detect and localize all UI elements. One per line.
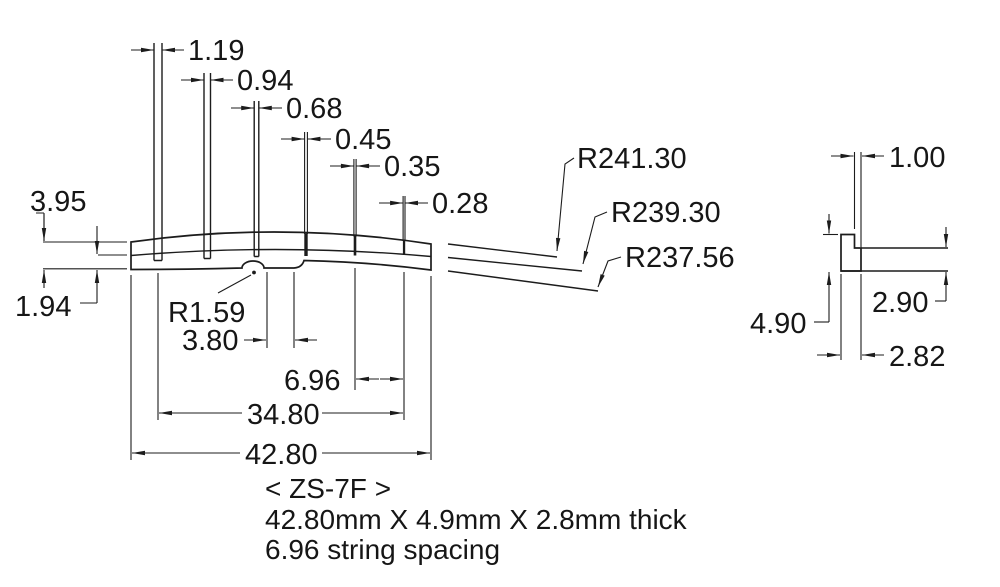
- slot-1: [153, 43, 163, 262]
- slot-3: [253, 101, 260, 258]
- string-span-dimension: 34.80: [157, 273, 403, 431]
- note-size: 42.80mm X 4.9mm X 2.8mm thick: [265, 504, 688, 535]
- dim-slot3-label: 0.68: [286, 93, 342, 125]
- dim-right-height-label: 2.90: [872, 287, 928, 319]
- slot-5: [353, 236, 357, 256]
- dim-slot4-label: 0.45: [335, 124, 391, 156]
- dim-end-height-label: 3.95: [30, 186, 86, 218]
- dim-slot1-label: 1.19: [188, 35, 244, 67]
- total-width-dimension: 42.80: [130, 275, 432, 471]
- dim-radius2-label: R239.30: [611, 197, 721, 229]
- dim-total-width-label: 42.80: [245, 439, 318, 471]
- dim-slot6-label: 0.28: [432, 188, 488, 220]
- slot-2: [203, 73, 212, 260]
- note-model: < ZS-7F >: [265, 473, 391, 504]
- dim-string-span-label: 34.80: [247, 399, 320, 431]
- dim-string-spacing-label: 6.96: [284, 365, 340, 397]
- slot-4-ext: [304, 132, 308, 234]
- slot-5-ext: [353, 159, 357, 237]
- slot-4: [304, 233, 308, 256]
- dim-slot5-label: 0.35: [384, 151, 440, 183]
- bottom-width-dimension: 2.82: [817, 274, 945, 373]
- slot-6: [402, 240, 406, 255]
- dim-notch-radius-label: R1.59: [168, 297, 245, 329]
- dim-total-height-label: 4.90: [750, 308, 806, 340]
- side-view: 1.00 4.90 2.90 2.82: [750, 142, 949, 373]
- string-spacing-dimension: 6.96: [284, 268, 405, 420]
- dim-radius3-label: R237.56: [625, 242, 735, 274]
- front-view: 1.19 0.94 0.68 0.45 0.35 0.28: [15, 35, 735, 471]
- radius-center-mark: [252, 270, 256, 275]
- nut-bevel-line: [130, 248, 432, 258]
- notch-dimensions: R1.59 3.80: [168, 272, 317, 357]
- slot-width-dimensions: 1.19 0.94 0.68 0.45 0.35 0.28: [131, 35, 488, 220]
- top-width-dimension: 1.00: [831, 142, 945, 247]
- right-height-dimension: 2.90: [872, 227, 949, 319]
- dim-radius1-label: R241.30: [577, 143, 687, 175]
- left-height-dimensions: 3.95 1.94: [15, 186, 127, 323]
- dim-bottom-width-label: 2.82: [889, 341, 945, 373]
- note-spacing: 6.96 string spacing: [265, 534, 500, 565]
- dim-top-width-label: 1.00: [889, 142, 945, 174]
- nut-outline: [130, 231, 432, 271]
- notes-block: < ZS-7F > 42.80mm X 4.9mm X 2.8mm thick …: [265, 473, 688, 565]
- total-height-dimension: 4.90: [750, 214, 838, 340]
- dim-bottom-band-label: 1.94: [15, 291, 71, 323]
- dim-slot2-label: 0.94: [237, 65, 293, 97]
- slot-6-ext: [402, 196, 406, 241]
- side-profile: [840, 233, 862, 272]
- radius-callouts: R241.30 R239.30 R237.56: [447, 143, 735, 292]
- dim-notch-width-label: 3.80: [182, 325, 238, 357]
